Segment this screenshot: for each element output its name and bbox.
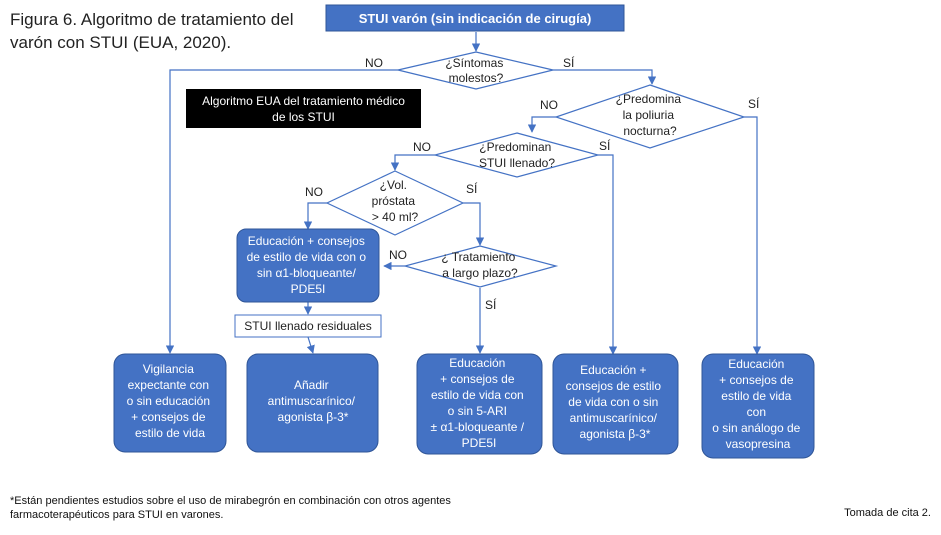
box-line: + consejos de bbox=[719, 373, 794, 387]
label-si: SÍ bbox=[466, 181, 478, 196]
outcome-ari-text: Educación + consejos de estilo de vida c… bbox=[431, 356, 528, 450]
decision-line: ¿Síntomas bbox=[445, 56, 503, 70]
outcome-llenado-text: Educación + consejos de estilo de vida c… bbox=[566, 363, 665, 441]
outcome-antimuscarinico-text: Añadir antimuscarínico/ agonista β-3* bbox=[268, 378, 359, 424]
label-no: NO bbox=[305, 185, 323, 199]
box-line: estilo de vida bbox=[135, 426, 205, 440]
decision-line: a largo plazo? bbox=[442, 266, 518, 280]
connector bbox=[744, 116, 762, 355]
figure-title-line: Figura 6. Algoritmo de tratamiento del bbox=[10, 10, 294, 29]
start-label: STUI varón (sin indicación de cirugía) bbox=[359, 11, 592, 26]
connector bbox=[527, 116, 556, 133]
process-educacion-alfa-text: Educación + consejos de estilo de vida c… bbox=[247, 234, 370, 296]
box-line: antimuscarínico/ bbox=[570, 411, 658, 425]
box-line: Vigilancia bbox=[143, 362, 194, 376]
box-line: de vida con o sin bbox=[568, 395, 658, 409]
banner-line: de los STUI bbox=[272, 109, 335, 124]
decision-tratamiento-text: ¿ Tratamiento a largo plazo? bbox=[441, 250, 518, 280]
box-line: o sin análogo de bbox=[712, 421, 800, 435]
label-no: NO bbox=[413, 140, 431, 154]
footnote: *Están pendientes estudios sobre el uso … bbox=[10, 494, 451, 522]
decision-line: molestos? bbox=[449, 71, 504, 85]
footnote-line: *Están pendientes estudios sobre el uso … bbox=[10, 495, 451, 507]
label-no: NO bbox=[540, 98, 558, 112]
label-si: SÍ bbox=[485, 297, 497, 312]
residual-label: STUI llenado residuales bbox=[244, 319, 371, 333]
decision-poliuria-text: ¿Predomina la poliuria nocturna? bbox=[616, 92, 685, 138]
connector bbox=[390, 154, 435, 171]
residual-box bbox=[234, 314, 382, 338]
outcome-ari bbox=[416, 353, 543, 455]
connectors bbox=[165, 32, 762, 355]
decision-sintomas bbox=[397, 51, 554, 90]
box-line: antimuscarínico/ bbox=[268, 394, 356, 408]
footnote-line: farmacoterapéuticos para STUI en varones… bbox=[10, 509, 224, 521]
box-line: Educación bbox=[449, 356, 505, 370]
process-educacion-alfa bbox=[236, 228, 380, 303]
box-line: agonista β-3* bbox=[580, 427, 651, 441]
connector bbox=[463, 202, 485, 246]
box-line: sin α1-bloqueante/ bbox=[257, 266, 357, 280]
box-line: o sin educación bbox=[127, 394, 210, 408]
box-line: Educación + bbox=[580, 363, 646, 377]
box-line: expectante con bbox=[128, 378, 209, 392]
banner-line: Algoritmo EUA del tratamiento médico bbox=[202, 93, 405, 108]
decision-llenado-text: ¿Predominan STUI llenado? bbox=[479, 140, 555, 170]
outcome-vasopresina bbox=[701, 353, 815, 459]
label-si: SÍ bbox=[748, 96, 760, 111]
box-line: Educación bbox=[728, 357, 784, 371]
outcome-vigilancia-text: Vigilancia expectante con o sin educació… bbox=[127, 362, 214, 440]
box-line: + consejos de bbox=[131, 410, 206, 424]
decision-line: ¿Vol. bbox=[380, 178, 407, 192]
outcome-vigilancia bbox=[113, 353, 227, 453]
connector bbox=[303, 202, 327, 230]
box-line: Añadir bbox=[294, 378, 329, 392]
box-line: PDE5I bbox=[291, 282, 326, 296]
algorithm-banner: Algoritmo EUA del tratamiento médico de … bbox=[186, 89, 421, 128]
connector bbox=[306, 336, 315, 354]
label-si: SÍ bbox=[563, 55, 575, 70]
box-line: + consejos de bbox=[440, 372, 515, 386]
decision-line: la poliuria bbox=[623, 108, 675, 122]
figure-title: Figura 6. Algoritmo de tratamiento del v… bbox=[10, 8, 320, 54]
label-no: NO bbox=[365, 56, 383, 70]
start-box bbox=[325, 4, 625, 32]
box-line: con bbox=[747, 405, 766, 419]
decision-poliuria bbox=[554, 84, 746, 149]
box-line: estilo de vida bbox=[721, 389, 791, 403]
decision-line: ¿ Tratamiento bbox=[441, 250, 515, 264]
outcome-llenado bbox=[552, 353, 679, 455]
box-line: agonista β-3* bbox=[278, 410, 349, 424]
decision-line: > 40 ml? bbox=[372, 210, 419, 224]
connector bbox=[598, 154, 618, 355]
decision-line: nocturna? bbox=[623, 124, 677, 138]
label-si: SÍ bbox=[599, 138, 611, 153]
decision-line: próstata bbox=[372, 194, 416, 208]
connector bbox=[165, 69, 398, 354]
box-line: de estilo de vida con o bbox=[247, 250, 367, 264]
decision-line: ¿Predominan bbox=[479, 140, 551, 154]
box-line: estilo de vida con bbox=[431, 388, 524, 402]
box-line: vasopresina bbox=[726, 437, 791, 451]
outcome-antimuscarinico bbox=[246, 353, 379, 453]
box-line: o sin 5-ARI bbox=[448, 404, 507, 418]
box-line: consejos de estilo bbox=[566, 379, 662, 393]
decision-volumen bbox=[325, 170, 465, 236]
decision-volumen-text: ¿Vol. próstata > 40 ml? bbox=[372, 178, 419, 224]
decision-sintomas-text: ¿Síntomas molestos? bbox=[445, 56, 506, 85]
figure-title-line: varón con STUI (EUA, 2020). bbox=[10, 33, 232, 52]
box-line: PDE5I bbox=[462, 436, 497, 450]
decision-line: STUI llenado? bbox=[479, 156, 555, 170]
source-note: Tomada de cita 2. bbox=[844, 507, 931, 519]
connector bbox=[553, 69, 657, 85]
decision-line: ¿Predomina bbox=[616, 92, 682, 106]
branch-labels: NO SÍ NO SÍ NO SÍ NO SÍ NO SÍ bbox=[305, 55, 760, 312]
box-line: Educación + consejos bbox=[248, 234, 365, 248]
label-no: NO bbox=[389, 248, 407, 262]
decision-tratamiento bbox=[402, 245, 559, 288]
box-line: ± α1-bloqueante / bbox=[431, 420, 525, 434]
outcome-vasopresina-text: Educación + consejos de estilo de vida c… bbox=[712, 357, 803, 451]
decision-llenado bbox=[432, 132, 601, 178]
